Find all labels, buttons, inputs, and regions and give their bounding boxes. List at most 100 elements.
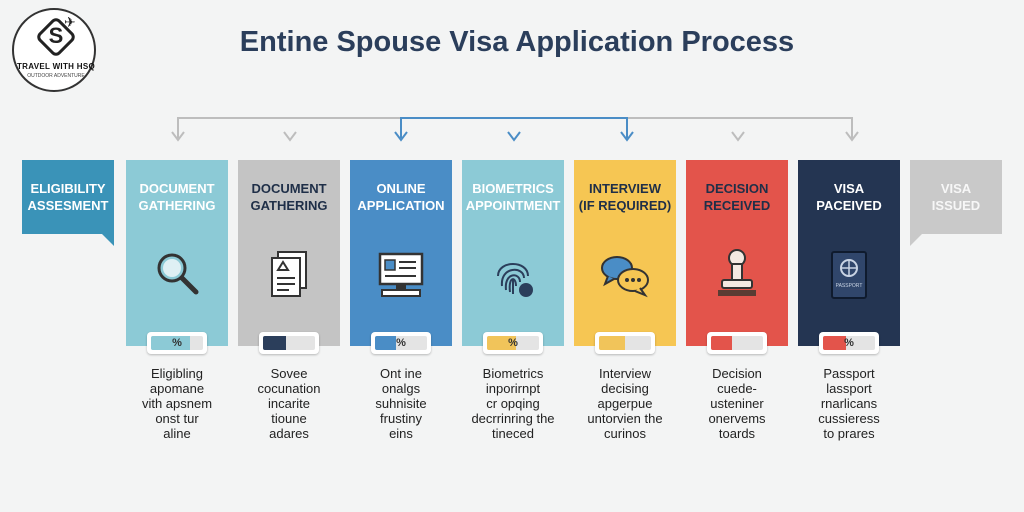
arrow-head xyxy=(283,131,297,142)
step-description-line: apomane xyxy=(149,381,205,396)
step-description-line: aline xyxy=(163,426,191,441)
step-label-line2: Received xyxy=(703,198,771,213)
step-label: BiometricsAppointment xyxy=(462,180,564,214)
step-column: DocumentGathering% xyxy=(126,160,228,354)
step-label-line1: Interview xyxy=(589,181,661,196)
tag-label-line1: Eligibility xyxy=(30,181,106,196)
step-description-line: Passport xyxy=(823,366,875,381)
step-description-line: adares xyxy=(269,426,309,441)
step-column: BiometricsAppointment% xyxy=(462,160,564,354)
progress-text: % xyxy=(844,337,854,349)
step-description-line: onalgs xyxy=(381,381,421,396)
step-label-line2: Gathering xyxy=(250,198,328,213)
step-description-line: incarite xyxy=(268,396,310,411)
svg-text:PASSPORT: PASSPORT xyxy=(836,283,863,289)
step-description-line: Ont ine xyxy=(380,366,422,381)
step-label: DecisionReceived xyxy=(686,180,788,214)
step-label: DocumentGathering xyxy=(238,180,340,214)
step-column: Interview (If required) xyxy=(574,160,676,354)
step-label-line1: Biometrics xyxy=(472,181,554,196)
step-label-line2: Gathering xyxy=(138,198,216,213)
documents-icon xyxy=(264,246,314,302)
arrow-head xyxy=(845,131,859,142)
step-description-line: eins xyxy=(389,426,413,441)
step-description-line: lassport xyxy=(826,381,872,396)
logo-tagline: OUTDOOR ADVENTURE xyxy=(27,73,85,79)
step-label-line1: Document xyxy=(251,181,327,196)
step-column: DocumentGathering xyxy=(238,160,340,354)
step-description-line: untorvien the xyxy=(587,411,663,426)
step-column: DecisionReceived xyxy=(686,160,788,354)
step-label-line2: Paceived xyxy=(816,198,882,213)
tag-label-line2: Assesment xyxy=(27,198,109,213)
progress-fill xyxy=(487,336,516,350)
step-description-line: Decision xyxy=(712,366,762,381)
step-description-line: tioune xyxy=(271,411,307,426)
progress-text: % xyxy=(396,337,406,349)
step-description-line: to prares xyxy=(823,426,875,441)
step-label: VisaPaceived xyxy=(798,180,900,214)
step-label: OnlineApplication xyxy=(350,180,452,214)
arrow-head xyxy=(171,131,185,142)
step-description-line: curinos xyxy=(604,426,646,441)
step-label-line1: Online xyxy=(376,181,426,196)
step-description-line: rnarlicans xyxy=(820,396,878,411)
step-progress-bar xyxy=(595,332,655,354)
logo-letter: S xyxy=(48,23,64,48)
step-description-line: onst tur xyxy=(155,411,199,426)
step-progress-bar: % xyxy=(819,332,879,354)
airplane-icon: ✈ xyxy=(64,14,76,30)
step-description-line: toards xyxy=(718,426,756,441)
tag-label-line2: Issued xyxy=(931,198,981,213)
connector-line-active xyxy=(400,117,628,138)
step-description-line: suhnisite xyxy=(375,396,427,411)
step-progress-bar: % xyxy=(147,332,207,354)
step-progress-bar: % xyxy=(483,332,543,354)
step-label-line1: Decision xyxy=(705,181,769,196)
chat-bubbles-icon xyxy=(600,246,650,302)
step-description-line: Biometrics xyxy=(482,366,544,381)
step-column: VisaPaceivedPASSPORT% xyxy=(798,160,900,354)
arrow-head xyxy=(394,131,408,142)
computer-icon xyxy=(376,246,426,302)
fingerprint-icon xyxy=(488,246,538,302)
progress-fill xyxy=(151,336,190,350)
connector-line xyxy=(177,117,853,138)
magnifier-icon xyxy=(152,246,202,302)
step-description-line: decising xyxy=(601,381,649,396)
connector-arrows xyxy=(171,117,859,142)
step-description-line: cuede- xyxy=(717,381,757,396)
step-description-line: vith apsnem xyxy=(141,396,213,411)
step-description-line: frustiny xyxy=(380,411,422,426)
passport-icon: PASSPORT xyxy=(824,246,874,302)
stamp-icon xyxy=(712,246,762,302)
progress-fill xyxy=(375,336,396,350)
step-description-line: onervems xyxy=(708,411,766,426)
step-label-line2: Application xyxy=(357,198,445,213)
step-description-line: inporirnpt xyxy=(485,381,541,396)
progress-fill xyxy=(823,336,847,350)
progress-text: % xyxy=(508,337,518,349)
step-progress-bar xyxy=(707,332,767,354)
logo-brand-name: TRAVEL WITH HSQ xyxy=(17,62,95,71)
step-description-line: decrrinring the xyxy=(471,411,555,426)
step-label: Interview (If required) xyxy=(574,180,676,214)
step-description-line: apgerpue xyxy=(597,396,653,411)
step-label-line2: Appointment xyxy=(465,198,561,213)
tag-label-line1: Visa xyxy=(940,181,972,196)
progress-text: % xyxy=(172,337,182,349)
step-description-line: cr opqing xyxy=(486,396,540,411)
step-progress-bar xyxy=(259,332,319,354)
step-column: OnlineApplication% xyxy=(350,160,452,354)
step-description-line: usteniner xyxy=(710,396,764,411)
page-title: Entine Spouse Visa Application Process xyxy=(239,26,795,58)
step-label-line2: (If required) xyxy=(578,198,672,213)
arrow-head xyxy=(620,131,634,142)
step-progress-bar: % xyxy=(371,332,431,354)
